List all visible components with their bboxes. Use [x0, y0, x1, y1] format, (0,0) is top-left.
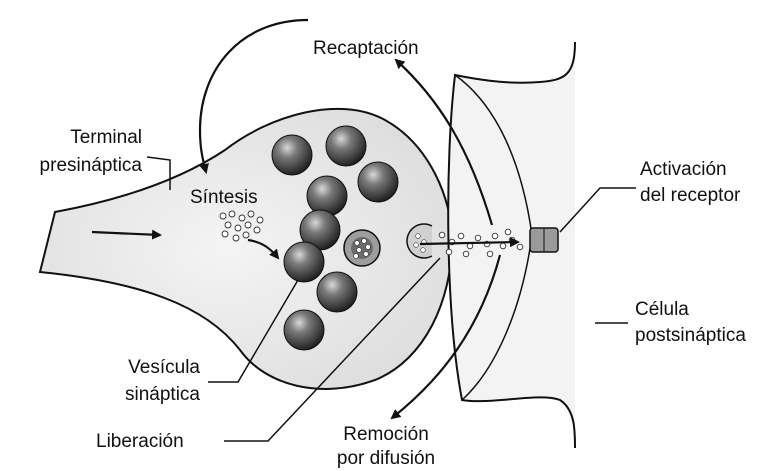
label-diffusion-removal-line2: por difusión [316, 447, 456, 470]
label-release: Liberación [96, 430, 184, 453]
label-synaptic-vesicle-line1: Vesícula [0, 356, 200, 379]
label-receptor-activation-line2: del receptor [640, 184, 740, 207]
label-diffusion-removal-line1: Remoción [316, 423, 456, 446]
label-synaptic-vesicle-line2: sináptica [0, 383, 200, 406]
fusing-vesicle [407, 224, 432, 258]
label-presynaptic-terminal-line2: presináptica [0, 154, 142, 177]
label-presynaptic-terminal-line1: Terminal [0, 126, 142, 149]
label-synthesis: Síntesis [190, 186, 258, 209]
receptor [530, 228, 558, 252]
filled-vesicle [344, 230, 380, 266]
presynaptic-terminal [40, 109, 452, 389]
label-receptor-activation-line1: Activación [640, 158, 727, 181]
label-recapture: Recaptación [313, 37, 419, 60]
label-postsynaptic-cell-line1: Célula [635, 298, 689, 321]
label-postsynaptic-cell-line2: postsináptica [635, 324, 746, 347]
